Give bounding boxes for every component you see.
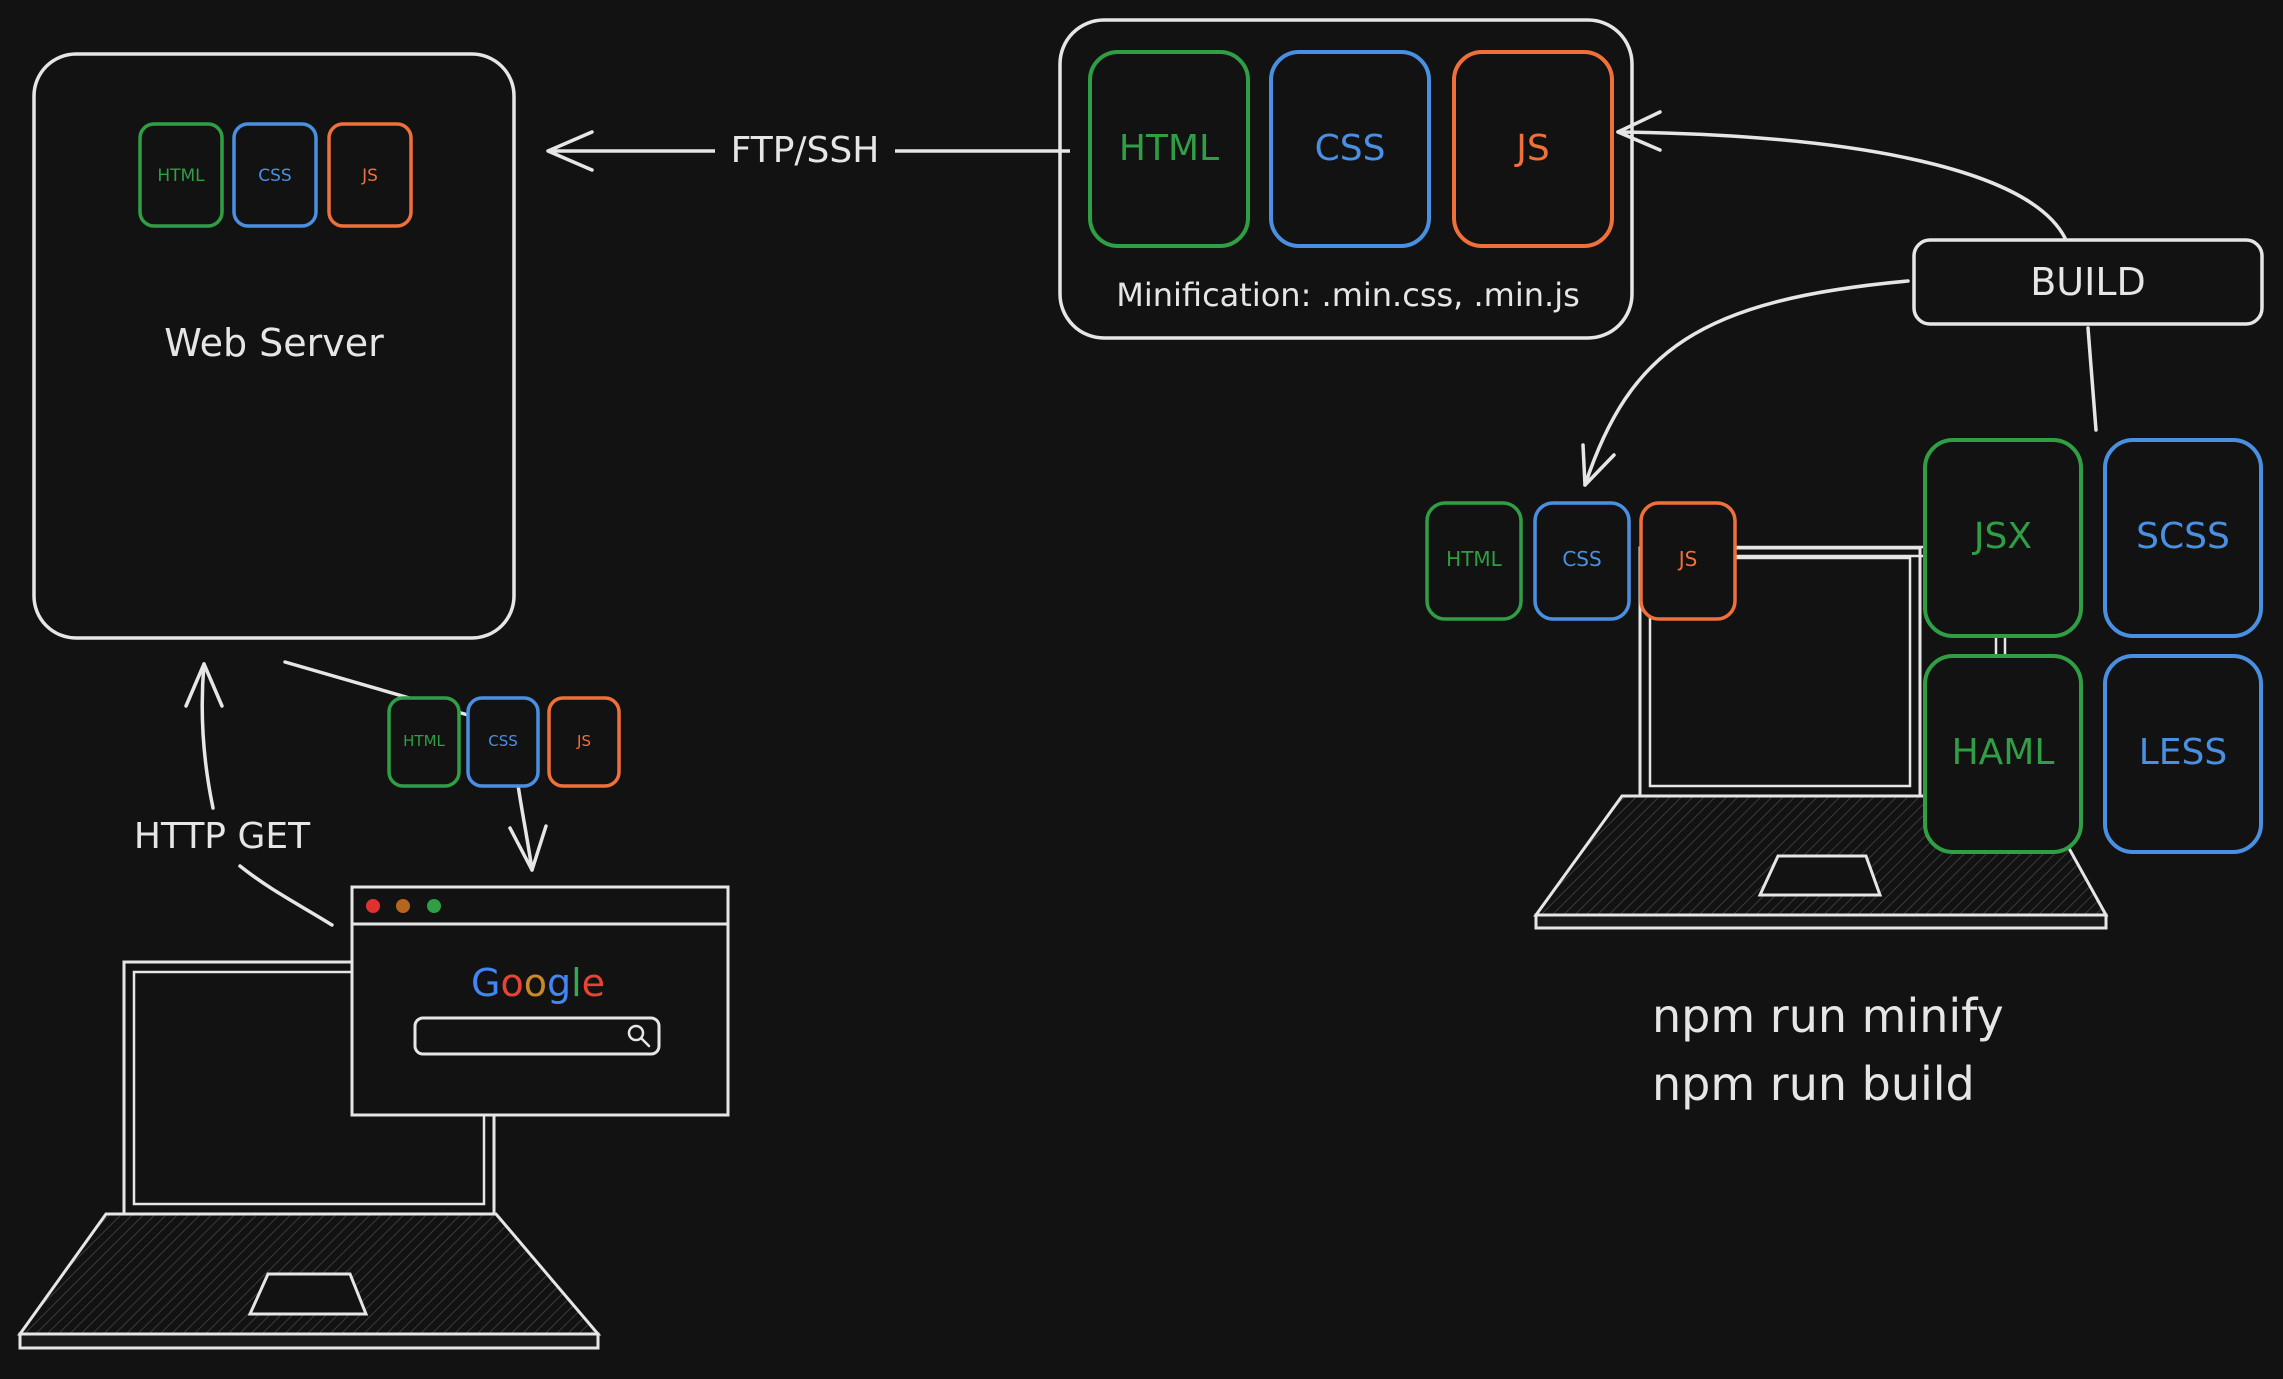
ftp-ssh-arrow: FTP/SSH [546, 130, 1070, 172]
browser-window: Google [350, 885, 730, 1117]
server-file-html-label: HTML [157, 166, 205, 186]
build-sources-connector [2086, 326, 2098, 432]
server-file-js-label: JS [361, 166, 378, 186]
server-file-js [327, 122, 413, 228]
built-file-css [1533, 501, 1631, 621]
source-file-less [2103, 654, 2263, 854]
command-minify: npm run minify [1652, 989, 2004, 1043]
built-files: HTML CSS JS [1425, 501, 1737, 621]
build-box [1912, 238, 2264, 326]
dist-file-js-label: JS [1514, 128, 1549, 169]
source-file-jsx-label: JSX [1972, 516, 2032, 557]
web-server-label: Web Server [164, 321, 384, 365]
build-step: BUILD [1581, 110, 2264, 487]
build-to-dist-arrow [1616, 130, 2067, 240]
built-file-js-label: JS [1677, 547, 1698, 571]
source-file-haml-label: HAML [1952, 732, 2055, 773]
http-response: HTML CSS JS [283, 660, 621, 872]
minified-dist: HTML CSS JS Minification: .min.css, .min… [1058, 18, 1634, 340]
server-file-css-label: CSS [258, 166, 291, 186]
dev-laptop-trackpad [1757, 854, 1883, 897]
browser-close-dot[interactable] [366, 899, 380, 913]
ftp-ssh-label: FTP/SSH [731, 130, 880, 171]
dist-container [1058, 18, 1634, 340]
server-file-css [232, 122, 318, 228]
dist-file-js [1452, 50, 1614, 248]
response-file-html-label: HTML [403, 732, 445, 750]
http-get-request: HTTP GET [134, 662, 334, 927]
source-file-haml [1923, 654, 2083, 854]
response-file-css-label: CSS [488, 732, 518, 750]
response-file-css [466, 696, 540, 788]
dist-file-css [1269, 50, 1431, 248]
source-file-scss-label: SCSS [2136, 516, 2230, 557]
google-logo: Google [471, 961, 605, 1005]
source-file-jsx [1923, 438, 2083, 638]
command-build: npm run build [1652, 1057, 1975, 1111]
magnifier-icon[interactable] [627, 1024, 651, 1048]
web-server: HTML CSS JS Web Server [32, 52, 516, 640]
client-laptop-trackpad [247, 1272, 369, 1316]
http-get-label: HTTP GET [134, 816, 311, 857]
built-file-css-label: CSS [1562, 547, 1601, 571]
npm-commands: npm run minify npm run build [1652, 989, 2004, 1111]
server-file-html [138, 122, 224, 228]
build-label: BUILD [2030, 260, 2146, 304]
google-search-input[interactable] [413, 1016, 661, 1056]
response-file-js-label: JS [576, 732, 591, 750]
dist-file-css-label: CSS [1315, 128, 1386, 169]
dist-file-html [1088, 50, 1250, 248]
browser-maximize-dot[interactable] [427, 899, 441, 913]
build-to-built-arrow [1583, 279, 1910, 487]
web-server-box [32, 52, 516, 640]
source-files: JSX SCSS HAML LESS [1923, 438, 2263, 854]
built-file-js [1639, 501, 1737, 621]
response-file-html [387, 696, 461, 788]
response-file-js [547, 696, 621, 788]
built-file-html-label: HTML [1446, 547, 1503, 571]
built-file-html [1425, 501, 1523, 621]
dist-file-html-label: HTML [1119, 128, 1219, 169]
source-file-less-label: LESS [2139, 732, 2228, 773]
browser-minimize-dot[interactable] [396, 899, 410, 913]
source-file-scss [2103, 438, 2263, 638]
minification-caption: Minification: .min.css, .min.js [1116, 276, 1580, 314]
